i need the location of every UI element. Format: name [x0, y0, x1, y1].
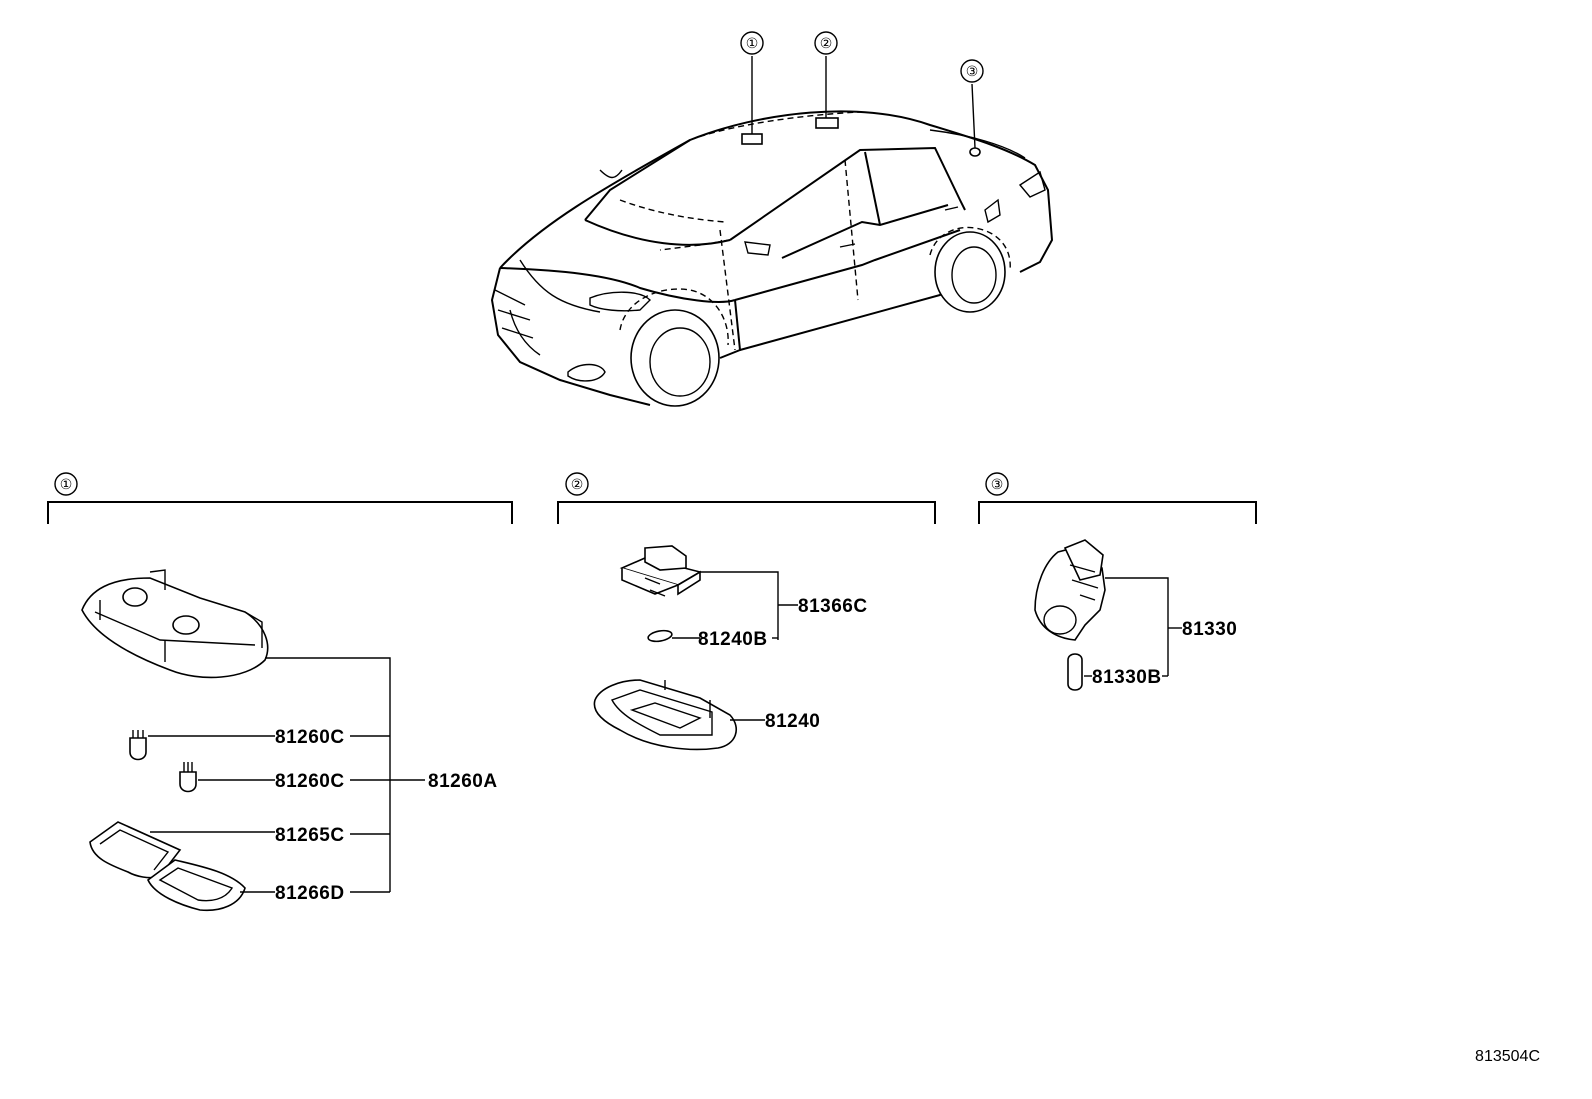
group-3-marker: ③ [985, 472, 1009, 496]
group-3: ③ 81330 81330B [978, 472, 1257, 691]
label-81330b: 81330B [1092, 667, 1162, 688]
control-module [619, 545, 703, 597]
group-1-marker: ① [54, 472, 78, 496]
svg-text:②: ② [820, 36, 833, 52]
front-wheel [619, 288, 729, 407]
svg-text:②: ② [571, 477, 584, 493]
dome-lamp-housing [81, 569, 269, 679]
label-81240b: 81240B [698, 629, 768, 650]
label-81265c: 81265C [275, 825, 345, 846]
label-81240: 81240 [765, 711, 820, 732]
group-1: ① [47, 472, 513, 912]
location-1-marker [741, 133, 763, 145]
lens-81266d [146, 859, 246, 912]
group-3-bracket [978, 501, 1257, 524]
location-2-marker [815, 117, 839, 129]
group-2-marker: ② [565, 472, 589, 496]
label-81330: 81330 [1182, 619, 1237, 640]
group-2: ② 81366C 81240B 81240 [557, 472, 936, 751]
bulb-81260c-mid [179, 762, 197, 793]
car-callout-3: ③ [960, 59, 984, 83]
bulb-81330b [1067, 653, 1083, 691]
bulb-81260c-top [129, 730, 147, 761]
car-callout-2: ② [814, 31, 838, 55]
label-81366c: 81366C [798, 596, 868, 617]
luggage-lamp-81330 [1034, 539, 1106, 641]
lamp-81240 [593, 679, 738, 751]
rear-wheel [929, 226, 1011, 313]
bulb-81240b [647, 629, 673, 643]
label-81260c-top: 81260C [275, 727, 345, 748]
label-81260c-mid: 81260C [275, 771, 345, 792]
diagram-code: 813504C [1475, 1048, 1540, 1065]
group-2-bracket [557, 501, 936, 524]
group-1-bracket [47, 501, 513, 524]
label-81260a: 81260A [428, 771, 498, 792]
label-81266d: 81266D [275, 883, 345, 904]
svg-text:③: ③ [966, 64, 979, 80]
svg-text:①: ① [60, 477, 73, 493]
svg-text:①: ① [746, 36, 759, 52]
location-3-marker [969, 147, 981, 157]
car-illustration [490, 56, 1054, 407]
car-callout-1: ① [740, 31, 764, 55]
svg-text:③: ③ [991, 477, 1004, 493]
